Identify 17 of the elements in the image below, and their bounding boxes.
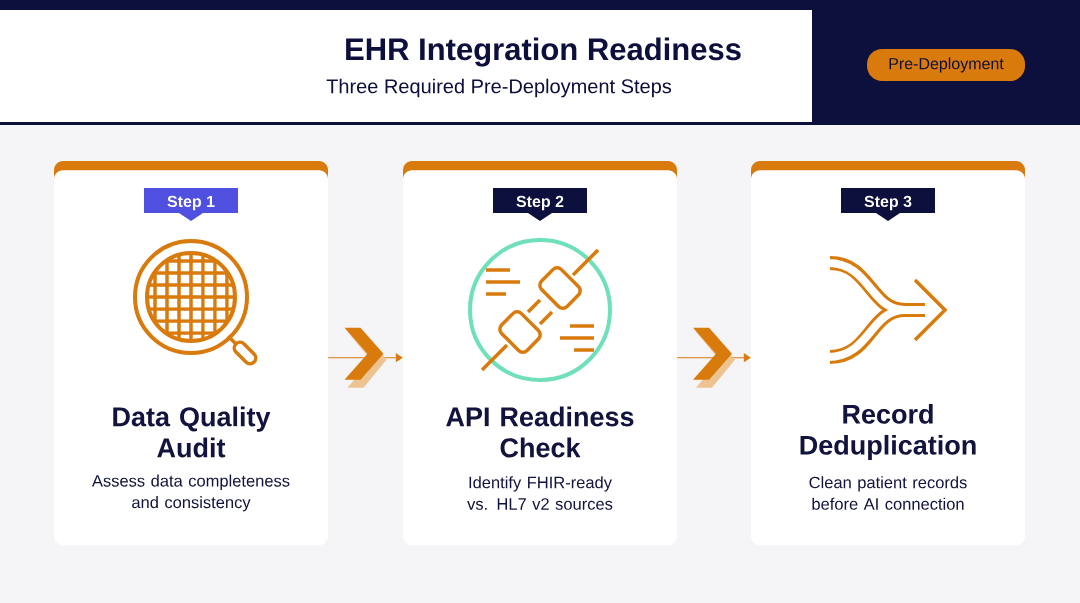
step-tag: Step 1 <box>144 188 238 221</box>
subtitle: Three Required Pre-Deployment Steps <box>326 78 672 98</box>
badge: Pre-Deployment <box>867 49 1025 81</box>
step-tag: Step 2 <box>493 188 587 221</box>
chevron-arrow <box>327 327 403 388</box>
step-card <box>403 161 677 546</box>
step-card <box>751 161 1025 546</box>
step-tag: Step 3 <box>841 188 935 221</box>
card-title: API Readiness Check <box>446 406 634 458</box>
chevron-arrow <box>676 327 751 388</box>
card-title: Data Quality Audit <box>113 406 271 458</box>
step-card <box>54 161 328 546</box>
card-description: Clean patient records before AI connection <box>809 476 967 510</box>
card-description: Assess data completeness and consistency <box>92 474 290 512</box>
title: EHR Integration Readiness <box>346 37 741 67</box>
card-description: Identify FHIR-ready vs. HL7 v2 sources <box>467 476 613 510</box>
card-title: Record Deduplication <box>800 403 976 461</box>
